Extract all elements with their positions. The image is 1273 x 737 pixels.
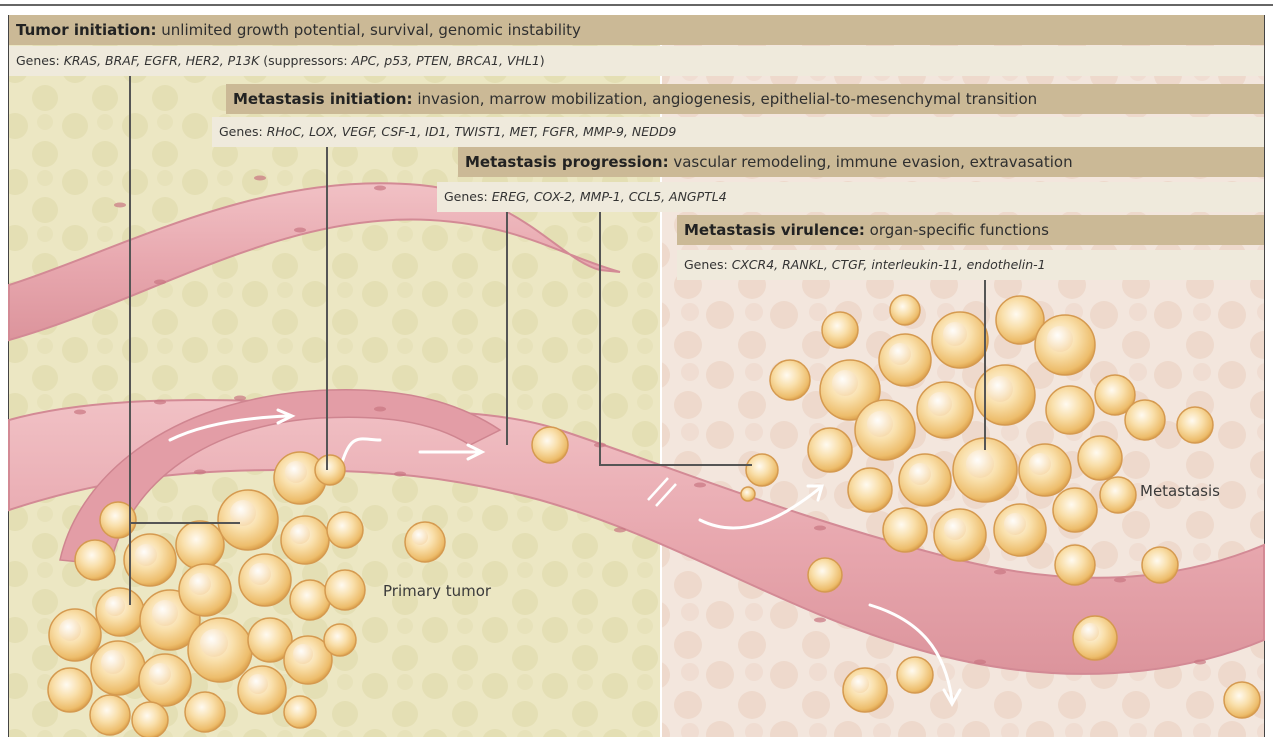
stage-title: Metastasis initiation: bbox=[233, 90, 413, 108]
metastasis-label: Metastasis bbox=[1140, 482, 1220, 500]
stage-title: Metastasis virulence: bbox=[684, 221, 865, 239]
stage-band-metastasis-virulence: Metastasis virulence: organ-specific fun… bbox=[677, 215, 1264, 245]
genes-band-metastasis-initiation: Genes: RHoC, LOX, VEGF, CSF-1, ID1, TWIS… bbox=[212, 117, 1264, 147]
genes-band-metastasis-progression: Genes: EREG, COX-2, MMP-1, CCL5, ANGPTL4 bbox=[437, 182, 1264, 212]
genes-list: KRAS, BRAF, EGFR, HER2, P13K bbox=[64, 53, 260, 68]
genes-prefix: Genes: bbox=[219, 124, 263, 139]
genes-list: CXCR4, RANKL, CTGF, interleukin-11, endo… bbox=[732, 257, 1046, 272]
suppressor-genes-list: APC, p53, PTEN, BRCA1, VHL1 bbox=[352, 53, 540, 68]
stage-description: vascular remodeling, immune evasion, ext… bbox=[673, 153, 1072, 171]
stage-description: unlimited growth potential, survival, ge… bbox=[161, 21, 581, 39]
stage-band-metastasis-progression: Metastasis progression: vascular remodel… bbox=[458, 147, 1264, 177]
stage-title: Metastasis progression: bbox=[465, 153, 669, 171]
genes-prefix: Genes: bbox=[684, 257, 728, 272]
genes-band-metastasis-virulence: Genes: CXCR4, RANKL, CTGF, interleukin-1… bbox=[677, 250, 1264, 280]
genes-prefix: Genes: bbox=[444, 189, 488, 204]
suppressors-close: ) bbox=[540, 53, 545, 68]
stage-title: Tumor initiation: bbox=[16, 21, 157, 39]
stage-band-metastasis-initiation: Metastasis initiation: invasion, marrow … bbox=[226, 84, 1264, 114]
stage-band-tumor-initiation: Tumor initiation: unlimited growth poten… bbox=[9, 15, 1264, 45]
primary-tumor-label: Primary tumor bbox=[383, 582, 491, 600]
genes-prefix: Genes: bbox=[16, 53, 60, 68]
genes-list: RHoC, LOX, VEGF, CSF-1, ID1, TWIST1, MET… bbox=[267, 124, 677, 139]
stage-description: invasion, marrow mobilization, angiogene… bbox=[417, 90, 1037, 108]
suppressors-open: (suppressors: bbox=[263, 53, 347, 68]
genes-band-tumor-initiation: Genes: KRAS, BRAF, EGFR, HER2, P13K (sup… bbox=[9, 46, 1264, 76]
stage-description: organ-specific functions bbox=[870, 221, 1049, 239]
genes-list: EREG, COX-2, MMP-1, CCL5, ANGPTL4 bbox=[492, 189, 727, 204]
